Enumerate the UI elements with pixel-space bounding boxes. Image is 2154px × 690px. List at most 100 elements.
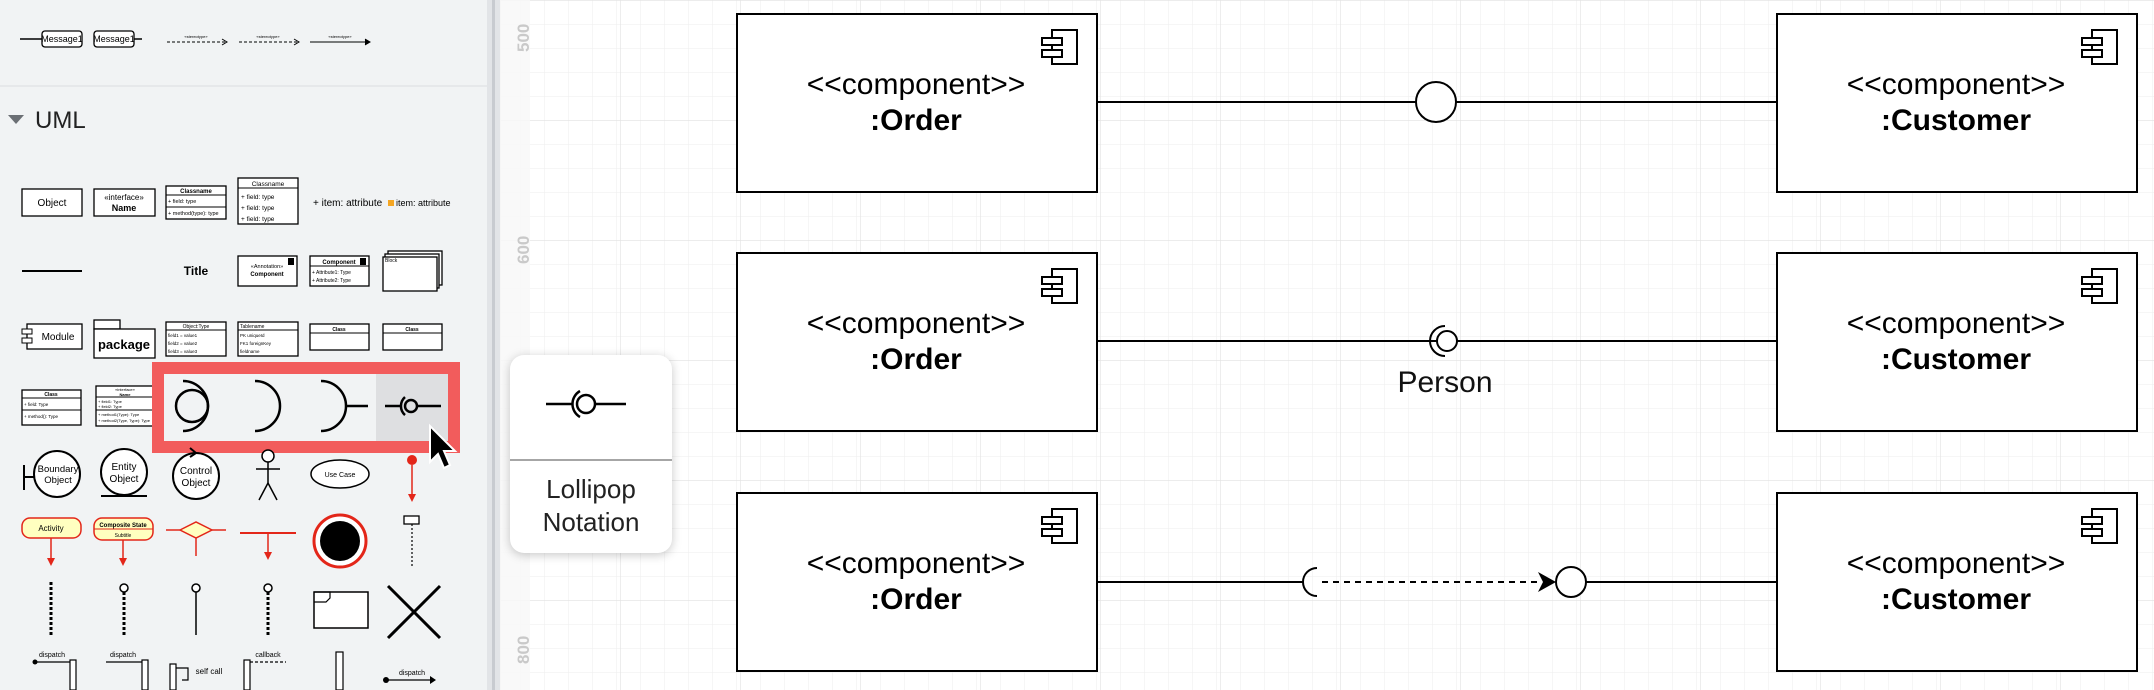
component-order-2[interactable]: <<component>> :Order bbox=[736, 252, 1098, 432]
uml-lifeline-bar-2[interactable] bbox=[119, 583, 129, 635]
required-interface-line-shape[interactable] bbox=[320, 379, 368, 433]
tooltip-label-line2: Notation bbox=[542, 507, 640, 537]
shape-label: + method1(Type): Type bbox=[98, 412, 140, 417]
provided-required-interface-shape[interactable] bbox=[174, 379, 210, 433]
uml-dispatch-shape-3[interactable]: dispatch bbox=[383, 670, 436, 684]
shape-label: Class bbox=[405, 327, 419, 333]
shape-label: field2 = value2 bbox=[168, 341, 198, 346]
shape-label: Tablename bbox=[240, 324, 265, 330]
dependency-connector[interactable] bbox=[1097, 566, 1777, 598]
shape-preview-tooltip: Lollipop Notation bbox=[510, 355, 672, 553]
stereotype-arrow-2[interactable]: «stereotype» bbox=[239, 34, 300, 46]
uml-component-attributes-shape[interactable]: Component + Attribute1: Type + Attribute… bbox=[309, 255, 370, 287]
uml-annotation-component-shape[interactable]: «Annotation» Component bbox=[237, 255, 298, 287]
interface-connector-ball[interactable] bbox=[1097, 81, 1777, 123]
uml-use-case-shape[interactable]: Use Case bbox=[310, 459, 370, 489]
uml-class-method-shape[interactable]: Class + field: Type + method(): Type bbox=[21, 389, 82, 426]
uml-activation-shape[interactable] bbox=[335, 651, 344, 690]
shape-label: FK1 foreignKey bbox=[240, 341, 272, 346]
uml-block-shape[interactable]: Block bbox=[382, 250, 443, 292]
message-label: Message1 bbox=[41, 34, 83, 44]
uml-dispatch-shape-1[interactable]: dispatch bbox=[32, 652, 77, 690]
shape-label: Name bbox=[120, 392, 132, 397]
shape-label: Name bbox=[112, 203, 137, 213]
shape-label: Title bbox=[184, 264, 209, 278]
uml-entity-object-shape[interactable]: Entity Object bbox=[100, 448, 148, 497]
uml-module-shape[interactable]: Module bbox=[21, 323, 83, 350]
hovered-cell-bg bbox=[376, 374, 448, 441]
arrow-label: «stereotype» bbox=[328, 34, 352, 39]
component-stereotype: <<component>> bbox=[807, 547, 1026, 580]
stereotype-arrow-3[interactable]: «stereotype» bbox=[310, 34, 371, 46]
uml-destroy-shape[interactable] bbox=[386, 584, 442, 640]
lollipop-notation-shape[interactable] bbox=[385, 396, 441, 416]
component-icon bbox=[1041, 29, 1078, 65]
stereotype-arrow-1[interactable]: «stereotype» bbox=[167, 34, 228, 46]
message-shape-2[interactable]: Message1 bbox=[93, 30, 142, 48]
shape-label: + field: type bbox=[168, 199, 196, 205]
component-customer-2[interactable]: <<component>> :Customer bbox=[1776, 252, 2138, 432]
uml-fork-shape[interactable] bbox=[240, 532, 296, 560]
uml-item-shape[interactable]: + item: attribute bbox=[313, 198, 383, 209]
component-name: :Order bbox=[870, 343, 962, 376]
uml-interface-methods-shape[interactable]: «interface» Name + field1: Type + field2… bbox=[95, 385, 155, 427]
component-customer-3[interactable]: <<component>> :Customer bbox=[1776, 492, 2138, 672]
component-order-3[interactable]: <<component>> :Order bbox=[736, 492, 1098, 672]
mouse-cursor-icon bbox=[429, 423, 458, 470]
component-customer-1[interactable]: <<component>> :Customer bbox=[1776, 13, 2138, 193]
uml-class-shape[interactable]: Classname + field: type + method(type): … bbox=[165, 185, 227, 220]
uml-class-small-shape-1[interactable]: Class bbox=[309, 323, 370, 351]
component-order-1[interactable]: <<component>> :Order bbox=[736, 13, 1098, 193]
arrow-label: «stereotype» bbox=[184, 34, 208, 39]
uml-activity-shape[interactable]: Activity bbox=[21, 517, 82, 566]
uml-actor-shape[interactable] bbox=[256, 449, 280, 501]
shape-label: Entity bbox=[111, 462, 136, 473]
shape-label: Composite State bbox=[99, 523, 147, 529]
shape-label: + field: Type bbox=[24, 402, 49, 407]
uml-callback-shape[interactable]: callback bbox=[243, 652, 286, 690]
uml-object-type-shape[interactable]: Object:Type field1 = value1 field2 = val… bbox=[165, 321, 227, 357]
uml-interface-shape[interactable]: «interface» Name bbox=[93, 188, 156, 217]
uml-section-header[interactable]: UML bbox=[8, 107, 86, 134]
component-stereotype: <<component>> bbox=[1847, 68, 2066, 101]
uml-object-shape[interactable]: Object bbox=[21, 188, 83, 217]
uml-composite-state-shape[interactable]: Composite State Subtitle bbox=[93, 517, 154, 566]
shape-label: callback bbox=[255, 652, 281, 659]
uml-initial-state-shape[interactable] bbox=[407, 455, 417, 502]
required-interface-socket-shape[interactable] bbox=[254, 379, 282, 433]
uml-package-shape[interactable]: package bbox=[93, 319, 156, 359]
uml-item-icon-shape[interactable]: item: attribute bbox=[388, 198, 451, 208]
tooltip-label: Lollipop Notation bbox=[510, 473, 672, 539]
uml-boundary-object-shape[interactable]: Boundary Object bbox=[23, 450, 81, 498]
shape-label: «interface» bbox=[104, 193, 144, 202]
shape-label: «interface» bbox=[115, 387, 136, 392]
shape-label: Subtitle bbox=[115, 533, 132, 539]
uml-title-shape[interactable]: Title bbox=[184, 264, 209, 278]
uml-lifeline-bar-4[interactable] bbox=[263, 583, 273, 635]
uml-dispatch-shape-2[interactable]: dispatch bbox=[106, 652, 149, 690]
lollipop-connector[interactable]: Person bbox=[1097, 325, 1777, 399]
uml-table-shape[interactable]: Tablename PK uniqueId FK1 foreignKey fie… bbox=[237, 321, 299, 357]
shape-label: + field: type bbox=[241, 194, 275, 201]
shape-label: + field2: Type bbox=[98, 404, 123, 409]
edge-label-person[interactable]: Person bbox=[1397, 366, 1492, 399]
uml-decision-shape[interactable] bbox=[166, 521, 226, 556]
arrow-label: «stereotype» bbox=[256, 34, 280, 39]
uml-class-small-shape-2[interactable]: Class bbox=[382, 323, 443, 351]
uml-self-call-shape[interactable]: self call bbox=[169, 663, 223, 690]
shape-label: + Attribute2: Type bbox=[312, 278, 351, 284]
uml-frame-shape[interactable] bbox=[313, 591, 369, 629]
component-name: :Order bbox=[870, 104, 962, 137]
uml-control-object-shape[interactable]: Control Object bbox=[172, 447, 220, 500]
ruler-label-800: 800 bbox=[514, 636, 533, 664]
message-shape-1[interactable]: Message1 bbox=[20, 30, 83, 48]
uml-lifeline-shape[interactable] bbox=[403, 515, 420, 568]
component-stereotype: <<component>> bbox=[1847, 307, 2066, 340]
uml-final-state-shape[interactable] bbox=[312, 513, 368, 569]
uml-class-fields-shape[interactable]: Classname + field: type + field: type + … bbox=[237, 177, 299, 225]
uml-lifeline-bar-3[interactable] bbox=[191, 583, 201, 635]
shape-label: Component bbox=[322, 260, 355, 266]
shape-label: Control bbox=[180, 466, 212, 477]
